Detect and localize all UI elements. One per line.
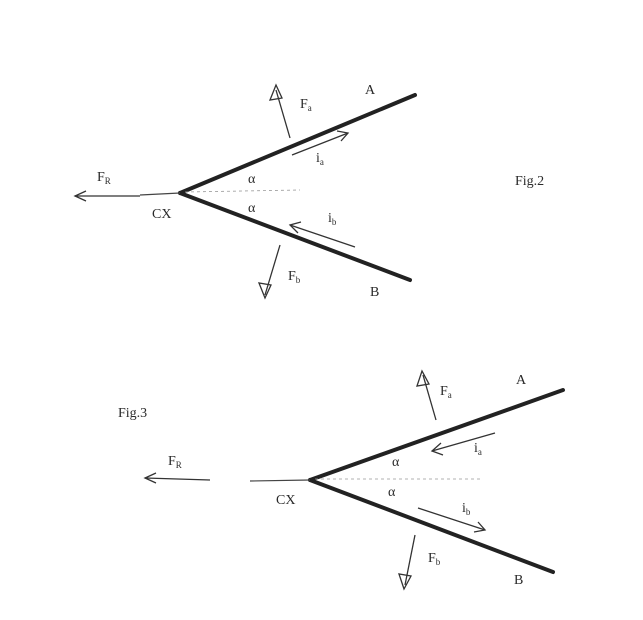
fig3-caption: Fig.3 [118, 406, 147, 421]
fig3-force-a-label: Fa [440, 384, 452, 400]
fig2-rod-b [178, 191, 412, 282]
fig2-force-b-arrow [257, 244, 281, 300]
fig2-angle-upper: α [248, 172, 256, 187]
fig3-line-a-label: A [516, 373, 527, 388]
fig3-force-b-arrow [398, 534, 416, 591]
fig2-line-a-label: A [365, 83, 376, 98]
fig2-angle-lower: α [248, 201, 256, 216]
fig2-force-a-arrow [268, 83, 291, 139]
fig3-force-a-arrow [416, 369, 437, 421]
fig2-force-r-arrow [73, 190, 140, 202]
fig3-current-a-arrow [430, 432, 496, 456]
fig3-angle-lower: α [388, 485, 396, 500]
fig3-vertex-label: CX [276, 493, 295, 508]
fig3: Fig.3 FR Fa A ia α α CX ib Fb B [118, 369, 565, 591]
fig3-rod-b [308, 478, 555, 574]
fig2-caption: Fig.2 [515, 174, 544, 189]
fig2-axis [184, 189, 301, 193]
fig2-force-a-label: Fa [300, 97, 312, 113]
fig3-angle-upper: α [392, 455, 400, 470]
fig2-force-b-label: Fb [288, 269, 301, 285]
fig3-current-b-arrow [417, 507, 487, 533]
fig3-force-r-label: FR [168, 454, 182, 470]
fig2-force-r-label: FR [97, 170, 111, 186]
fig3-current-b-label: ib [462, 501, 471, 517]
fig2-vertex-label: CX [152, 207, 171, 222]
fig3-force-r-arrow [143, 472, 211, 484]
fig2-current-a-label: ia [316, 151, 324, 167]
fig3-stem [249, 479, 311, 482]
fig2-current-b-label: ib [328, 211, 337, 227]
fig3-current-a-label: ia [474, 441, 482, 457]
fig2-current-a-arrow [291, 130, 350, 156]
fig2: FR Fa A ia α α CX ib Fb B Fig.2 [73, 83, 544, 300]
fig2-rod-a [178, 93, 417, 195]
fig2-line-b-label: B [370, 285, 379, 300]
fig2-current-b-arrow [288, 221, 356, 248]
fig3-line-b-label: B [514, 573, 523, 588]
fig3-rod-a [308, 388, 565, 482]
fig3-force-b-label: Fb [428, 551, 441, 567]
fig2-stem [139, 192, 181, 196]
